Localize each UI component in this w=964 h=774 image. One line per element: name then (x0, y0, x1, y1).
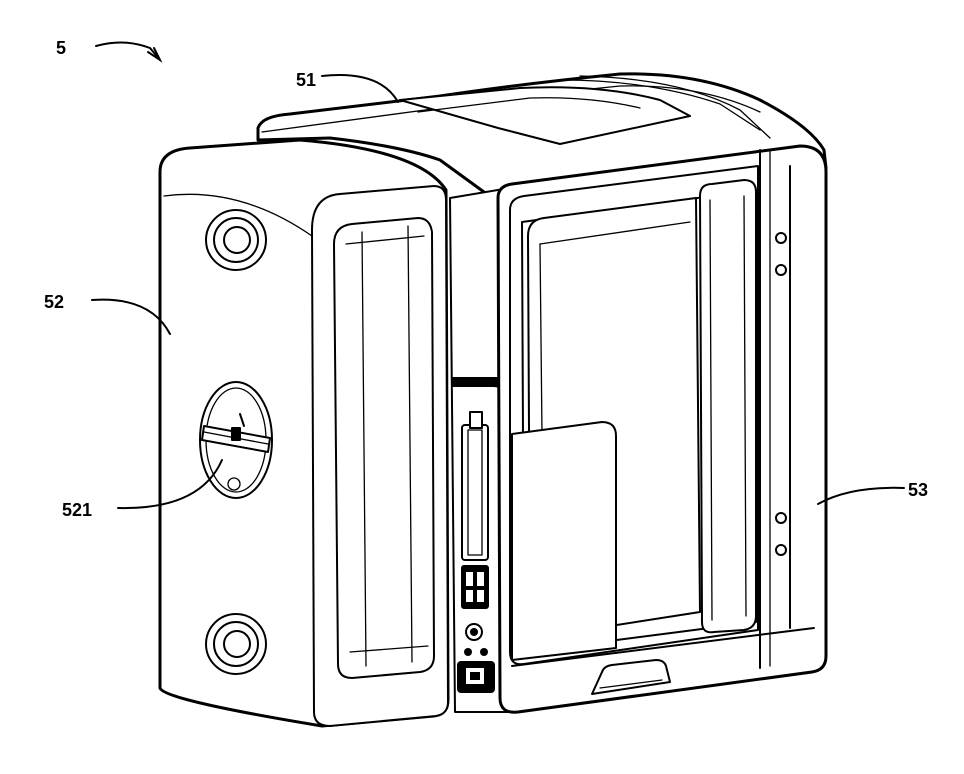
label-53: 53 (908, 480, 928, 500)
leader-5 (95, 41, 161, 61)
leader-521 (117, 459, 223, 510)
label-51: 51 (296, 70, 316, 90)
leader-52 (91, 298, 171, 335)
label-521: 521 (62, 500, 92, 520)
leader-5-arrow (147, 47, 163, 63)
label-52: 52 (44, 292, 64, 312)
leader-51 (321, 74, 399, 103)
right-cover-53 (496, 144, 828, 714)
left-module-52 (158, 138, 450, 728)
leader-53 (817, 486, 905, 505)
leader-lines (91, 41, 905, 510)
roll-holder-521 (199, 381, 273, 499)
label-5: 5 (56, 38, 66, 58)
